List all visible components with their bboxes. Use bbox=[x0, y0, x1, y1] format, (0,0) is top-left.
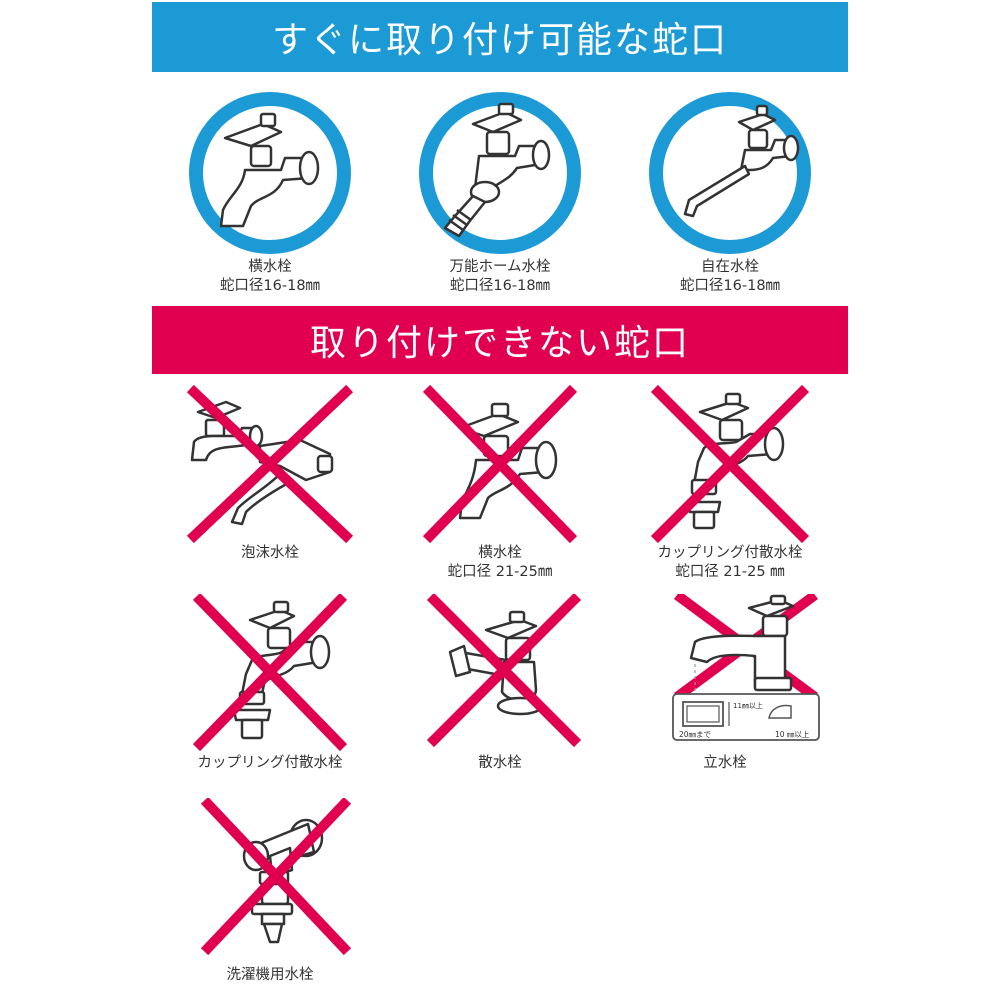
ng-item-name: 洗濯機用水栓 bbox=[226, 967, 314, 983]
ok-section-banner: すぐに取り付け可能な蛇口 bbox=[152, 2, 848, 72]
coupling-sprinkler-faucet-icon bbox=[650, 384, 810, 544]
sprinkler-faucet-icon bbox=[426, 594, 582, 748]
ok-item-name: 自在水栓 bbox=[701, 259, 759, 275]
ng-item-name: 立水栓 bbox=[703, 755, 747, 771]
multi-hose-faucet-icon bbox=[419, 92, 581, 254]
vertical-faucet-icon: 11㎜以上 20㎜まで 10 ㎜以上 bbox=[672, 594, 820, 741]
ng-item-spec: 蛇口径 21-25㎜ bbox=[447, 564, 553, 580]
aerator-faucet-icon bbox=[186, 384, 354, 544]
ng-item-name: 泡沫水栓 bbox=[241, 545, 299, 561]
ng-item-large-horizontal-faucet: 横水栓 蛇口径 21-25㎜ bbox=[380, 384, 620, 582]
ok-item-spec: 蛇口径16-18㎜ bbox=[679, 278, 781, 294]
ok-item-horizontal-faucet: 横水栓 蛇口径16-18㎜ bbox=[150, 88, 390, 296]
swivel-spout-faucet-icon bbox=[649, 92, 811, 254]
ng-item-name: 横水栓 bbox=[478, 545, 522, 561]
washing-machine-faucet-icon bbox=[200, 798, 352, 956]
ng-item-name: カップリング付散水栓 bbox=[657, 545, 803, 561]
horizontal-faucet-icon bbox=[189, 92, 351, 254]
ok-item-spec: 蛇口径16-18㎜ bbox=[449, 278, 551, 294]
ok-item-name: 横水栓 bbox=[248, 259, 292, 275]
ok-item-name: 万能ホーム水栓 bbox=[449, 259, 551, 275]
large-horizontal-faucet-icon bbox=[422, 384, 578, 544]
ok-item-multi-hose-faucet: 万能ホーム水栓 蛇口径16-18㎜ bbox=[380, 88, 620, 296]
diagram-width-label: 20㎜まで bbox=[679, 730, 711, 739]
diagram-depth-label: 10 ㎜以上 bbox=[775, 730, 810, 739]
ng-item-washing-machine-faucet: 洗濯機用水栓 bbox=[150, 798, 390, 985]
ng-item-name: 散水栓 bbox=[478, 755, 522, 771]
ok-item-swivel-faucet: 自在水栓 蛇口径16-18㎜ bbox=[610, 88, 850, 296]
ng-item-name: カップリング付散水栓 bbox=[197, 755, 343, 771]
ng-item-vertical-faucet: 11㎜以上 20㎜まで 10 ㎜以上 立水栓 bbox=[610, 594, 850, 773]
diagram-height-label: 11㎜以上 bbox=[733, 701, 763, 710]
ng-item-coupling-faucet: カップリング付散水栓 bbox=[150, 594, 390, 773]
coupling-faucet-icon bbox=[192, 594, 348, 752]
ok-item-spec: 蛇口径16-18㎜ bbox=[219, 278, 321, 294]
ng-item-spec: 蛇口径 21-25 ㎜ bbox=[675, 564, 785, 580]
ng-section-title: 取り付けできない蛇口 bbox=[309, 323, 690, 364]
ng-item-aerator-faucet: 泡沫水栓 bbox=[150, 384, 390, 563]
ok-section-title: すぐに取り付け可能な蛇口 bbox=[271, 20, 728, 61]
ng-item-sprinkler-faucet: 散水栓 bbox=[380, 594, 620, 773]
ng-section-banner: 取り付けできない蛇口 bbox=[152, 306, 848, 374]
ng-item-coupling-sprinkler-faucet: カップリング付散水栓 蛇口径 21-25 ㎜ bbox=[610, 384, 850, 582]
